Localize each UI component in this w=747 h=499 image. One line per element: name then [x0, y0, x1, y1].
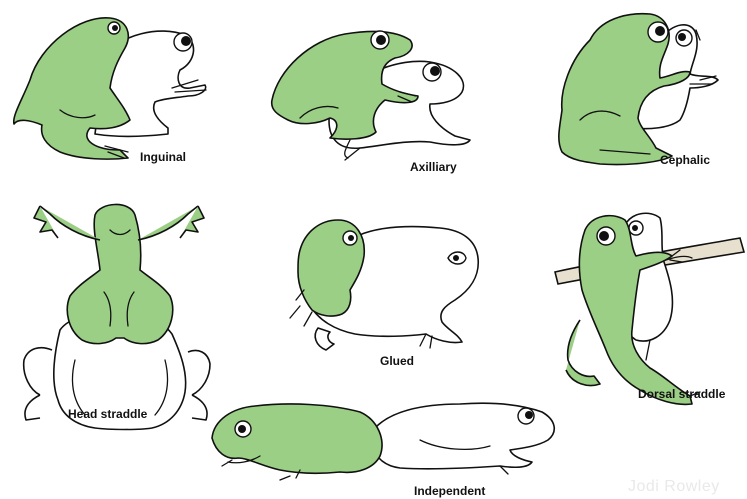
- label-axilliary: Axilliary: [410, 160, 457, 174]
- figure-inguinal: [14, 18, 206, 159]
- figure-axilliary: [272, 31, 470, 160]
- label-inguinal: Inguinal: [140, 150, 186, 164]
- label-head-straddle: Head straddle: [68, 407, 147, 421]
- label-dorsal-straddle: Dorsal straddle: [638, 387, 725, 401]
- label-independent: Independent: [414, 484, 485, 498]
- male-frog: [67, 204, 172, 343]
- figure-head-straddle: [24, 204, 210, 429]
- label-cephalic: Cephalic: [660, 153, 710, 167]
- label-glued: Glued: [380, 354, 414, 368]
- figure-cephalic: [559, 14, 718, 165]
- watermark: Jodi Rowley: [628, 478, 720, 496]
- figure-independent: [212, 403, 554, 480]
- figure-dorsal-straddle: [555, 213, 744, 404]
- figure-glued: [290, 220, 478, 350]
